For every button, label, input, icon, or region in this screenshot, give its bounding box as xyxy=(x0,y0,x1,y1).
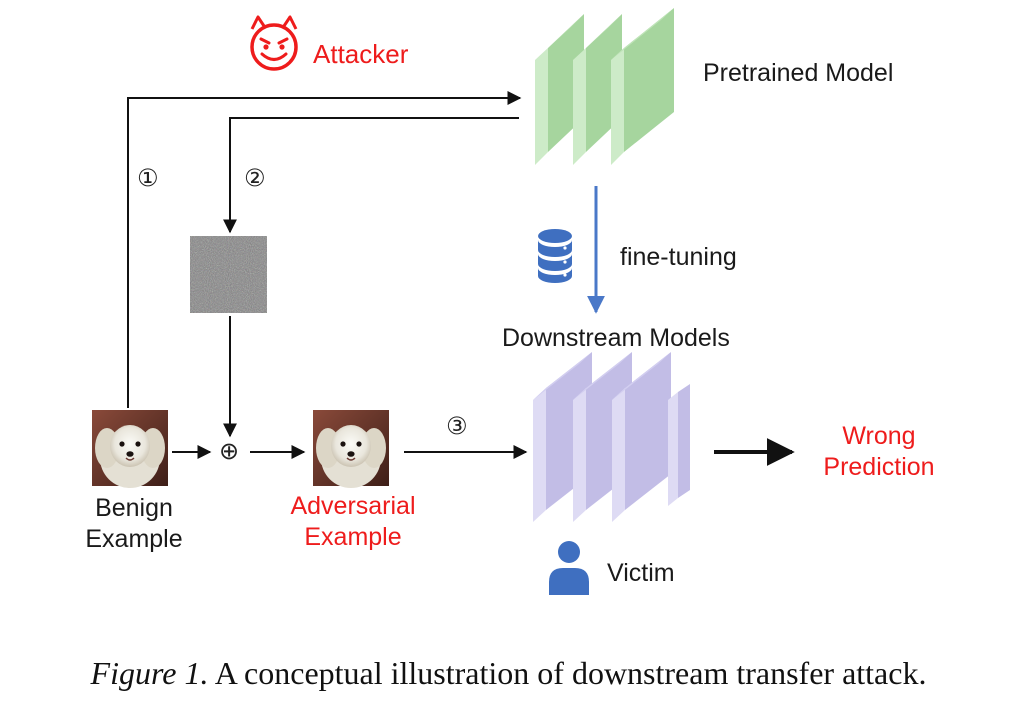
person-icon xyxy=(549,541,589,595)
pretrained-model-layers xyxy=(535,8,674,165)
arrow-pretrained-to-noise xyxy=(223,117,519,234)
caption-prefix: Figure 1. xyxy=(90,655,209,691)
step-1-marker: ① xyxy=(137,164,159,192)
downstream-models-label: Downstream Models xyxy=(502,324,730,352)
noise-image xyxy=(190,236,267,313)
benign-example-image xyxy=(91,409,169,489)
figure-caption: Figure 1. A conceptual illustration of d… xyxy=(0,655,1017,692)
wrong-prediction-line1: Wrong xyxy=(842,422,916,450)
adversarial-example-line1: Adversarial xyxy=(290,492,416,520)
wrong-prediction-label: Wrong Prediction xyxy=(805,421,953,484)
benign-example-line2: Example xyxy=(85,525,183,554)
adversarial-example-image xyxy=(312,409,390,489)
downstream-layer-3 xyxy=(612,352,671,522)
adversarial-example-label: Adversarial Example xyxy=(271,491,435,554)
arrow-benign-to-pretrained xyxy=(127,91,522,408)
adversarial-example-line2: Example xyxy=(304,523,402,552)
benign-example-line1: Benign xyxy=(95,494,173,522)
database-icon xyxy=(538,229,572,283)
pretrained-model-label: Pretrained Model xyxy=(703,59,894,87)
downstream-model-layers xyxy=(533,352,690,522)
caption-text: A conceptual illustration of downstream … xyxy=(214,655,927,691)
step-2-marker: ② xyxy=(244,164,266,192)
pretrained-layer-3 xyxy=(611,8,674,165)
plus-operator: ⊕ xyxy=(219,437,240,465)
devil-face-icon xyxy=(250,15,298,71)
benign-example-label: Benign Example xyxy=(70,493,198,556)
downstream-layer-4 xyxy=(668,384,690,506)
connectors xyxy=(127,91,795,466)
fine-tuning-label: fine-tuning xyxy=(620,243,737,271)
step-3-marker: ③ xyxy=(446,412,468,440)
attacker-label: Attacker xyxy=(313,39,409,69)
wrong-prediction-line2: Prediction xyxy=(823,453,935,482)
victim-label: Victim xyxy=(607,559,675,587)
